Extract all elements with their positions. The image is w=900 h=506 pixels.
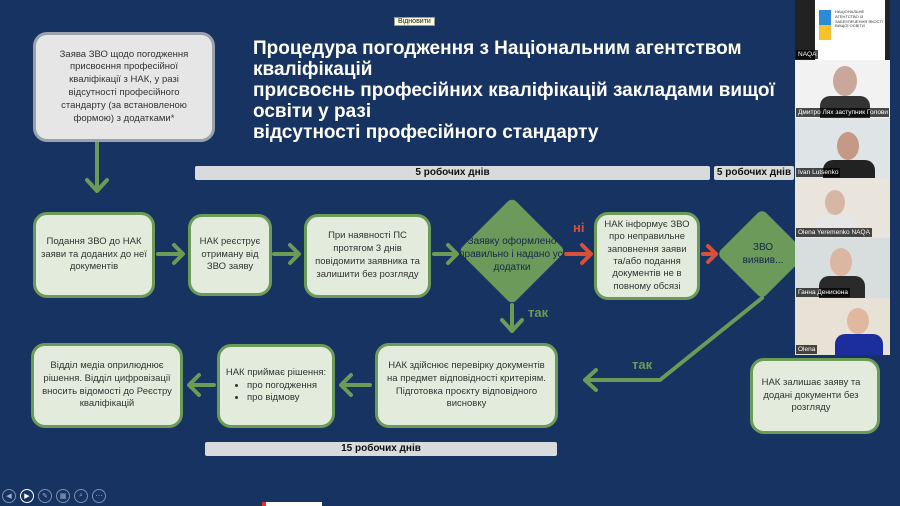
step-reject-without-review: НАК залишає заяву та додані документи бе… bbox=[750, 358, 880, 434]
step-verification: НАК здійснює перевірку документів на пре… bbox=[375, 343, 558, 428]
step-inform-errors: НАК інформує ЗВО про неправильне заповне… bbox=[594, 212, 700, 300]
slides-grid-icon[interactable]: ▦ bbox=[56, 489, 70, 503]
zoom-icon[interactable]: ⌕ bbox=[74, 489, 88, 503]
slide-title: Процедура погодження з Національним аген… bbox=[253, 38, 789, 143]
pen-icon[interactable]: ✎ bbox=[38, 489, 52, 503]
duration-bar-5-days-2: 5 робочих днів bbox=[714, 166, 794, 180]
participant-name: Olena Yeremenko NAQA bbox=[796, 228, 872, 237]
participant-name: Ivan Lutsenko bbox=[796, 168, 841, 177]
step-registration: НАК реєструє отриману від ЗВО заяву bbox=[188, 214, 272, 296]
naqa-logo-text: НАЦІОНАЛЬНЕ АГЕНТСТВО ІЗ ЗАБЕЗПЕЧЕННЯ ЯК… bbox=[835, 9, 883, 29]
title-line: присвоєнь професійних кваліфікацій закла… bbox=[253, 80, 775, 122]
video-tile[interactable]: Olena bbox=[795, 298, 890, 355]
naqa-logo-icon bbox=[819, 10, 831, 40]
taskbar-item[interactable] bbox=[262, 502, 322, 506]
duration-bar-15-days: 15 робочих днів bbox=[205, 442, 557, 456]
video-tile[interactable]: Ганна Денисюна bbox=[795, 238, 890, 298]
more-options-icon[interactable]: ⋯ bbox=[92, 489, 106, 503]
step-decision: НАК приймає рішення: про погодженняпро в… bbox=[217, 344, 335, 428]
decision-option: про відмову bbox=[247, 392, 317, 405]
title-line: відсутності професійного стандарту bbox=[253, 122, 599, 143]
video-tile-naqa[interactable]: НАЦІОНАЛЬНЕ АГЕНТСТВО ІЗ ЗАБЕЗПЕЧЕННЯ ЯК… bbox=[795, 0, 890, 60]
decision-2-text: ЗВО виявив... bbox=[742, 242, 784, 266]
duration-bar-5-days: 5 робочих днів bbox=[195, 166, 710, 180]
label-no: ні bbox=[573, 220, 585, 235]
participant-name: Дмитро Лях заступник Голови НАК bbox=[796, 108, 889, 117]
participant-name: NAQA bbox=[796, 50, 819, 59]
step-ps-check: При наявності ПС протягом 3 днів повідом… bbox=[304, 214, 431, 298]
step-publication: Відділ медіа оприлюднює рішення. Відділ … bbox=[31, 343, 183, 428]
previous-slide-icon[interactable]: ◀ bbox=[2, 489, 16, 503]
decision-title: НАК приймає рішення: bbox=[225, 366, 327, 378]
next-slide-icon[interactable]: ▶ bbox=[20, 489, 34, 503]
participant-name: Olena bbox=[796, 345, 818, 354]
video-tile[interactable]: Дмитро Лях заступник Голови НАК bbox=[795, 60, 890, 118]
application-box: Заява ЗВО щодо погодження присвоєння про… bbox=[33, 32, 215, 142]
video-tile[interactable]: Ivan Lutsenko bbox=[795, 118, 890, 178]
step-submission: Подання ЗВО до НАК заяви та доданих до н… bbox=[33, 212, 155, 298]
decision-complete-text: Заявку оформлено правильно і надано усі … bbox=[459, 236, 565, 273]
decision-option: про погодження bbox=[247, 380, 317, 393]
video-tile[interactable]: Olena Yeremenko NAQA bbox=[795, 178, 890, 238]
participant-name: Ганна Денисюна bbox=[796, 288, 850, 297]
restore-tooltip[interactable]: Відновити bbox=[394, 17, 435, 26]
label-yes: так bbox=[528, 305, 549, 320]
label-yes-2: так bbox=[632, 357, 653, 372]
title-line: Процедура погодження з Національним аген… bbox=[253, 38, 742, 80]
